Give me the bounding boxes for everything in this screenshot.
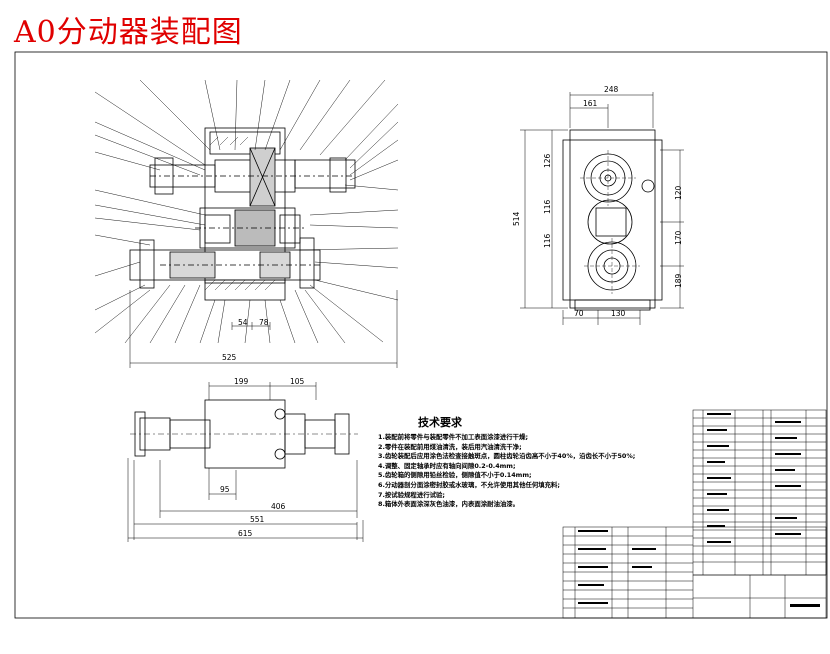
dim-105: 105 <box>290 377 305 386</box>
plan-view: 199 105 95 406 551 615 <box>127 377 364 542</box>
parts-list-table <box>692 409 827 576</box>
dim-248: 248 <box>604 85 619 94</box>
dim-615: 615 <box>238 529 253 538</box>
dim-551: 551 <box>250 515 265 524</box>
dim-95: 95 <box>220 485 230 494</box>
side-view: 248 161 514 126 116 116 120 170 189 70 1… <box>512 85 684 325</box>
sheet-border <box>14 51 828 619</box>
tech-requirements-title: 技术要求 <box>418 416 462 429</box>
tech-requirement-item: 5.齿轮箱的侧隙用铅丝检验，侧隙值不小于0.14mm; <box>378 471 532 480</box>
dim-120: 120 <box>674 185 683 200</box>
dim-525: 525 <box>222 353 237 362</box>
tech-requirement-item: 6.分动器剖分面涂密封胶或水玻璃，不允许使用其他任何填充料; <box>378 480 560 489</box>
dim-170: 170 <box>674 230 683 245</box>
dim-116b: 116 <box>543 233 552 248</box>
tech-requirement-item: 8.箱体外表面涂深灰色油漆，内表面涂耐油油漆。 <box>378 500 520 509</box>
drawing-title: A0分动器装配图 <box>14 15 243 50</box>
tech-requirement-item: 4.调整、固定轴承时应有轴向间隙0.2-0.4mm; <box>378 461 516 470</box>
tech-requirement-item: 2.零件在装配前用煤油清洗，装后用汽油清洗干净; <box>378 442 522 451</box>
dim-199: 199 <box>234 377 249 386</box>
technical-requirements: 技术要求 1.装配前将零件与装配零件不加工表面涂漆进行干燥; 2.零件在装配前用… <box>378 414 690 510</box>
tech-requirement-item: 3.齿轮装配后应用涂色法检查接触斑点，圆柱齿轮沿齿高不小于40%，沿齿长不小于5… <box>378 452 636 461</box>
dim-514: 514 <box>512 211 521 226</box>
dim-70: 70 <box>574 309 584 318</box>
dim-54: 54 <box>238 318 248 327</box>
dim-116a: 116 <box>543 199 552 214</box>
tech-requirement-item: 1.装配前将零件与装配零件不加工表面涂漆进行干燥; <box>378 433 529 441</box>
dim-161: 161 <box>583 99 598 108</box>
title-block <box>562 526 827 619</box>
main-section-view: 525 54 78 <box>94 79 399 368</box>
dim-78: 78 <box>259 318 269 327</box>
dim-406: 406 <box>271 502 286 511</box>
tech-requirement-item: 7.按试验规程进行试验; <box>378 490 445 499</box>
dim-130: 130 <box>611 309 626 318</box>
dim-189: 189 <box>674 273 683 288</box>
dim-126: 126 <box>543 153 552 168</box>
